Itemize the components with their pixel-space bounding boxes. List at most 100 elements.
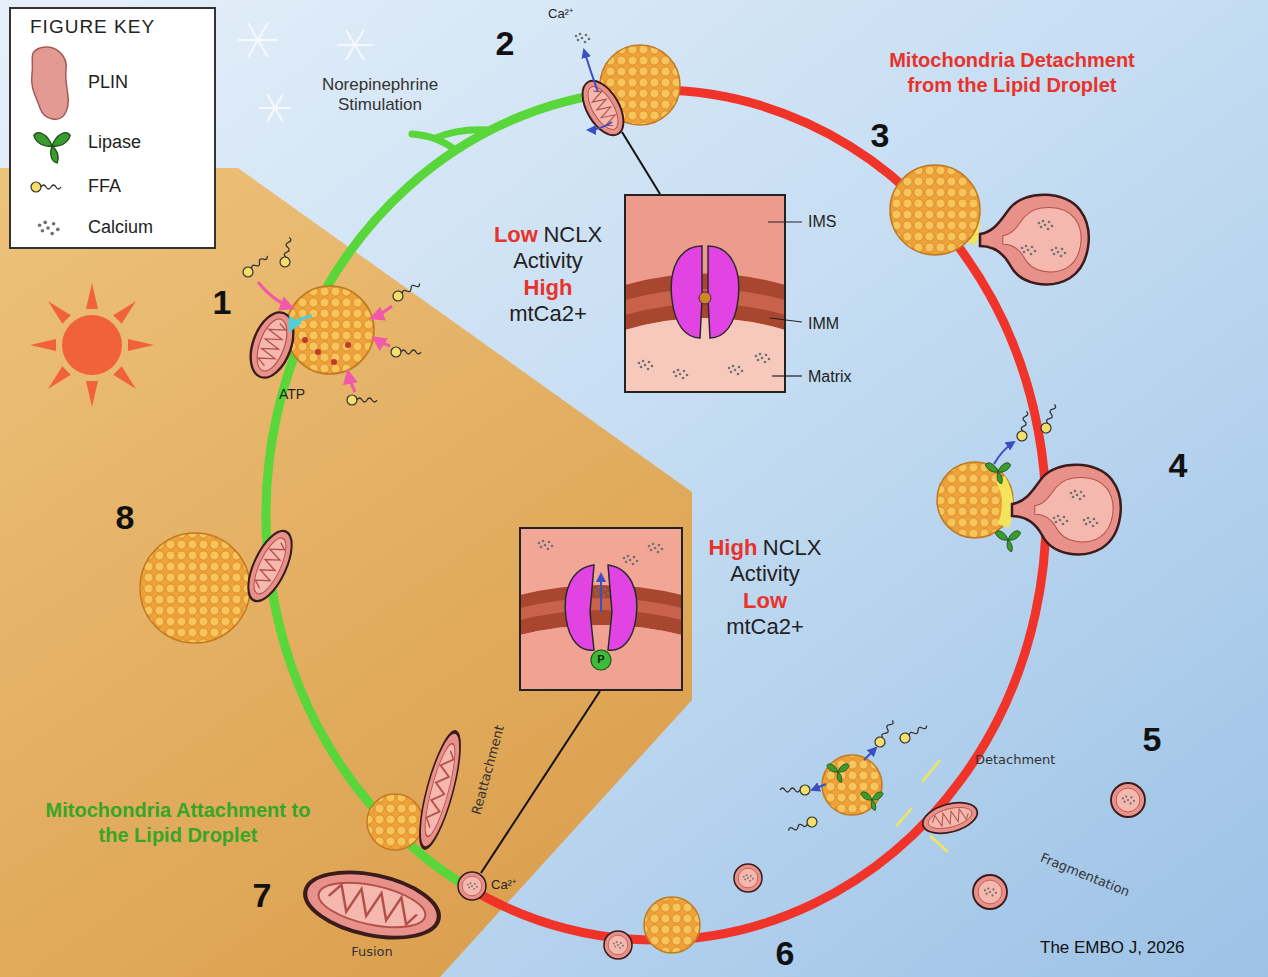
swollen-mitochondrion [1012,465,1121,555]
phase-title: Mitochondria Detachment from the Lipid D… [880,48,1145,98]
efflux-arrow [600,574,602,612]
mitochondrion [239,525,300,607]
legend-entry: PLIN [88,72,128,94]
sun-ray [113,297,140,324]
swollen-mitochondrion [980,195,1089,285]
fatty-acid [241,252,270,279]
callout-number: 6 [776,936,795,970]
matrix-region [625,318,785,392]
sun-ray [44,297,71,324]
calcium-arrow [588,122,612,130]
part-name: IMS [808,212,836,231]
contact-site [996,476,1013,528]
calcium [623,555,639,566]
uptake-arrow [348,372,355,392]
uptake-arrow [374,338,390,346]
legend-title: FIGURE KEY [30,16,155,39]
stage-2 [574,33,680,194]
stage-1 [241,237,422,405]
release-arrow [994,442,1014,464]
state-label: mtCa2+ [697,614,833,640]
inner-membrane [625,289,785,315]
fatty-acid [898,721,929,745]
release-arrow [864,748,876,760]
calcium-icon [38,221,60,236]
calcium [648,543,664,554]
inset-frame [625,195,785,392]
reattaching-mitochondrion [412,729,468,852]
atp-dot [302,337,308,343]
sun-ray [86,283,98,309]
fused-mitochondrion [299,862,445,949]
stage-8 [140,525,301,643]
ion-label: Ca²⁺ [548,6,573,22]
leader-line [772,375,802,376]
inset-low-nclx [625,195,802,392]
fatty-acid [780,785,810,795]
part-name: Matrix [808,367,852,386]
calcium [755,353,771,364]
matrix-region [520,625,682,690]
callout-number: 1 [213,285,232,319]
source-credit: The EMBO J, 2026 [1040,938,1185,958]
atp-dot [315,349,321,355]
lipase [985,463,1010,484]
inset-leader [622,132,660,194]
callout-number: 2 [496,26,515,60]
mitochondrial-fragment [1111,783,1145,817]
lipid-droplet [286,286,374,374]
ion-label: Ca²⁺ [491,877,516,893]
inset-leader [481,691,600,873]
release-arrow [812,784,826,790]
mitochondrial-fragment [458,872,486,900]
calcium [638,360,654,371]
legend-entry: Calcium [88,217,153,239]
ims-region [625,195,785,392]
lipase [827,764,849,783]
mitochondrial-fragment [734,864,762,892]
state-label: High [480,275,616,301]
snowflake [238,23,278,57]
inset-high-nclx [520,528,682,690]
warm-region [0,168,692,977]
process-note: Reattachment [469,724,508,817]
mitochondrion [919,797,980,839]
nclx-channel [565,565,594,650]
ffa-icon [31,182,61,192]
plin-icon [32,47,69,119]
state-label: mtCa2+ [480,301,616,327]
legend-entry: Lipase [88,132,141,154]
fatty-acid [347,395,377,405]
sun [30,283,154,407]
sun-ray [86,381,98,407]
annotation-stack: LowNCLX ActivityHighmtCa2+ [480,222,616,328]
lipase [861,792,883,811]
callout-number: 3 [871,118,890,152]
fatty-acid [391,347,421,357]
lipid-droplet [367,794,423,850]
mitochondrion [574,74,632,142]
stimulus-label: Norepinephrine Stimulation [300,75,460,116]
nclx-channel [608,565,637,650]
callout-number: 7 [253,878,272,912]
uptake-arrow [258,282,292,308]
nclx-channel [671,246,702,338]
inset-frame [520,528,682,690]
state-label: High [708,535,757,560]
state-label: Low [494,222,538,247]
atp-dot [345,342,351,348]
lipase [995,531,1020,552]
sun-ray [113,366,140,393]
calcium [673,369,689,380]
stage-6 [604,864,762,959]
callout-number: 4 [1169,448,1188,482]
molecule-label: ATP [279,386,305,403]
calcium-arrow [584,50,598,92]
state-label: Low [697,588,833,614]
stage-3 [890,165,1089,284]
phase-title: Mitochondria Attachment to the Lipid Dro… [46,798,311,848]
leader-line [770,318,802,322]
atp-dot [331,359,337,365]
